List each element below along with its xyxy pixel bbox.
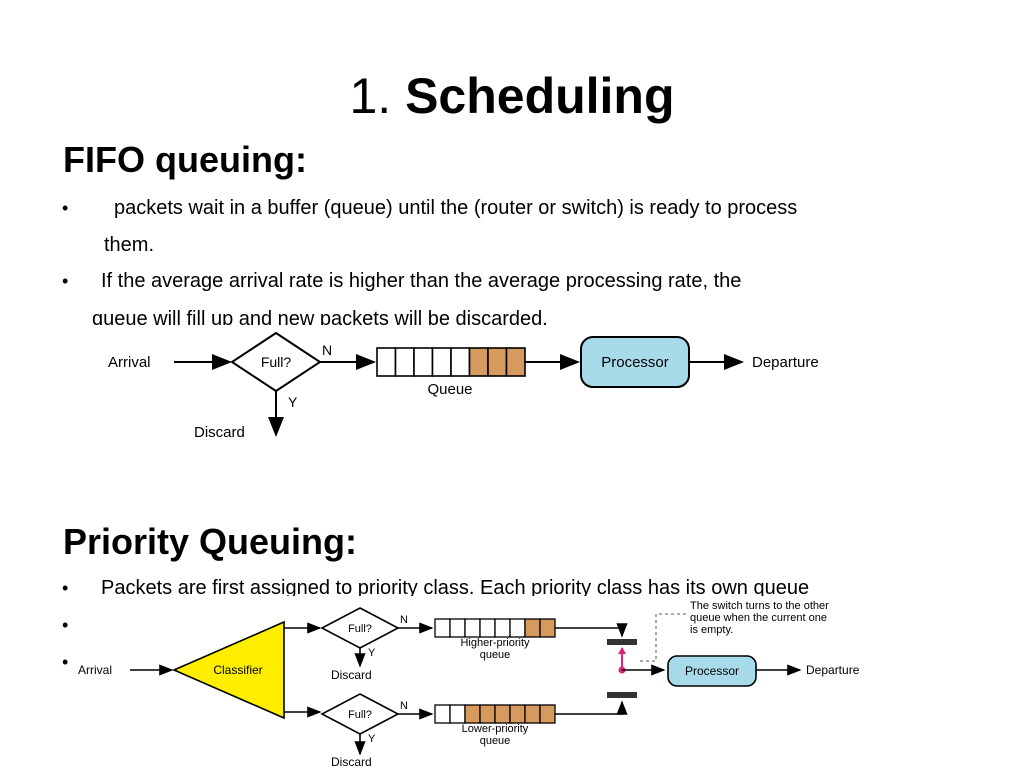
lower-priority-queue [434,704,556,724]
note-line-2: queue when the current one [690,612,827,624]
fifo-queue-label: Queue [427,381,472,398]
bullet-dot: • [62,271,69,291]
arrow [555,623,628,638]
queue-cell-filled [539,704,556,724]
queue-cell-empty [376,347,397,377]
queue-cell-filled [494,704,511,724]
bullet-dot: • [62,578,69,598]
queue-cell-filled [509,704,526,724]
bullet-dot: • [62,615,69,635]
discard-label-top: Discard [331,668,372,682]
fifo-no-label: N [322,342,332,358]
bullet-dot: • [62,652,69,672]
slide-title: 1. Scheduling [0,66,1024,126]
fifo-processor-label: Processor [601,354,669,371]
full-label-bottom: Full? [348,709,372,721]
priority-heading: Priority Queuing: [63,521,358,562]
queue-cell-empty [509,618,526,638]
fifo-bullet-2-line-1: If the average arrival rate is higher th… [101,270,742,292]
fifo-queue [376,347,526,377]
priority-bullet-1: Packets are first assigned to priority c… [101,577,810,599]
higher-queue-label-line-1: Higher-priority [460,637,530,649]
title-number: 1. [349,68,392,124]
priority-arrival-label: Arrival [78,663,112,677]
queue-cell-empty [464,618,481,638]
discard-label-bottom: Discard [331,755,372,768]
fifo-full-label: Full? [261,354,292,370]
fifo-bullet-1-line-1: packets wait in a buffer (queue) until t… [114,197,798,219]
bullet-dot: • [62,198,69,218]
no-label-bottom: N [400,700,408,712]
queue-cell-filled [524,704,541,724]
queue-cell-empty [449,704,466,724]
fifo-bullet-2-line-2: queue will fill up and new packets will … [92,308,548,330]
queue-cell-filled [479,704,496,724]
lower-queue-label-line-2: queue [480,735,511,747]
queue-cell-empty [431,347,452,377]
queue-cell-empty [494,618,511,638]
yes-label-bottom: Y [368,733,376,745]
queue-cell-filled [524,618,541,638]
priority-processor-box [667,655,757,687]
queue-cell-filled [539,618,556,638]
priority-processor-label: Processor [685,664,739,678]
fifo-discard-label: Discard [194,424,245,441]
switch-contact-bottom [607,692,637,698]
lower-queue-label-line-1: Lower-priority [462,723,529,735]
fifo-bullet-1-line-2: them. [104,234,155,256]
queue-cell-empty [450,347,471,377]
switch-marker-arrow [618,647,626,654]
queue-cell-empty [394,347,415,377]
queue-cell-empty [434,704,451,724]
yes-label-top: Y [368,647,376,659]
no-label-top: N [400,614,408,626]
queue-cell-empty [479,618,496,638]
priority-departure-label: Departure [806,663,860,677]
higher-queue-label-line-2: queue [480,649,511,661]
higher-priority-queue [434,618,556,638]
queue-cell-empty [413,347,434,377]
queue-cell-empty [434,618,451,638]
switch-contact-top [607,639,637,645]
note-leader-line [640,613,686,662]
arrow [555,700,628,715]
priority-diagram: Arrival Classifier Full? N Y Discard Hig… [0,596,1024,768]
fifo-heading: FIFO queuing: [63,139,307,180]
fifo-diagram: Arrival Full? N Y Discard Queue Processo… [0,325,1024,441]
classifier-triangle [171,620,285,720]
queue-cell-filled [505,347,526,377]
title-word: Scheduling [405,68,675,124]
queue-cell-filled [464,704,481,724]
queue-cell-empty [449,618,466,638]
fifo-arrival-label: Arrival [108,354,151,371]
note-line-3: is empty. [690,624,733,636]
fifo-departure-label: Departure [752,354,819,371]
queue-cell-filled [468,347,489,377]
classifier-label: Classifier [213,663,262,677]
fifo-yes-label: Y [288,394,298,410]
queue-cell-filled [487,347,508,377]
note-line-1: The switch turns to the other [690,600,829,612]
full-label-top: Full? [348,623,372,635]
